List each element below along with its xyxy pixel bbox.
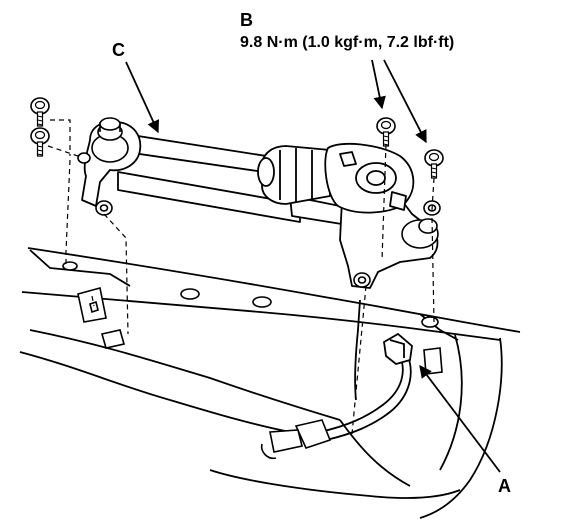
bolt-icon	[30, 97, 50, 127]
callout-label-c: C	[112, 40, 125, 60]
guide-lines	[47, 119, 435, 435]
panel-holes	[62, 261, 439, 328]
panel-bracket-left	[77, 287, 126, 349]
harness	[319, 351, 412, 441]
pivot-right	[401, 218, 439, 249]
panel-bracket-right	[423, 347, 443, 375]
bolt-icon	[376, 117, 396, 147]
torque-spec: 9.8 N·m (1.0 kgf·m, 7.2 lbf·ft)	[240, 34, 455, 51]
body-panel	[19, 247, 521, 519]
connector	[383, 332, 413, 365]
callout-leaders	[125, 59, 501, 473]
harness-clip	[260, 419, 332, 460]
wiper-linkage	[81, 120, 439, 289]
callout-label-b: B	[240, 10, 253, 30]
bolt-icon	[424, 149, 444, 179]
wiper-motor	[257, 142, 415, 214]
bolt-icon	[30, 127, 50, 157]
pivot-left	[91, 117, 129, 163]
callout-label-a: A	[498, 476, 511, 496]
